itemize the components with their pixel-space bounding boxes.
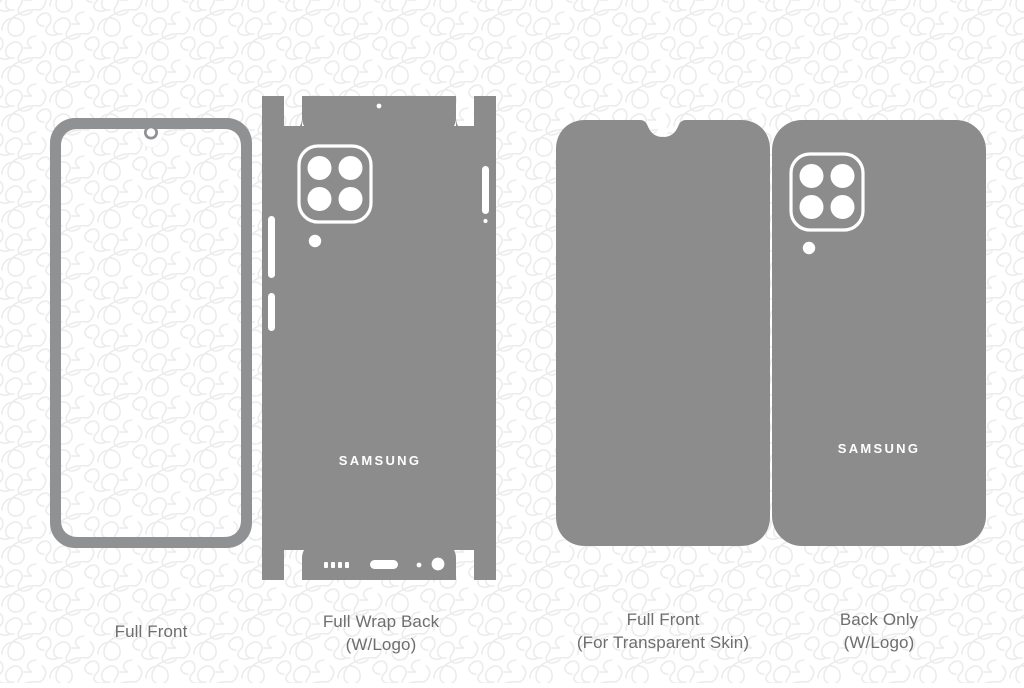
camera-lens-1 <box>799 164 824 188</box>
camera-lens-1 <box>307 156 332 180</box>
speaker-hole-3 <box>338 562 342 568</box>
speaker-hole-4 <box>345 562 349 568</box>
flash-hole <box>308 234 322 248</box>
front-camera-hole <box>146 128 156 137</box>
caption-line-1: Full Front <box>114 622 188 641</box>
top-mic-hole <box>376 103 382 109</box>
right-side-button-cutout <box>482 166 489 214</box>
caption-line-2: (W/Logo) <box>843 633 915 652</box>
samsung-logo-wrap: SAMSUNG <box>339 453 422 468</box>
full-wrap-back-artwork: SAMSUNG <box>262 96 496 580</box>
right-side-mic-hole <box>483 218 488 224</box>
caption-line-1: Full Front <box>626 610 700 629</box>
caption-line-2: (W/Logo) <box>345 635 417 654</box>
caption-front-transparent: Full Front (For Transparent Skin) <box>552 608 774 654</box>
camera-lens-3 <box>799 195 824 219</box>
front-panel-shape <box>556 120 770 546</box>
back-only-artwork: SAMSUNG <box>772 120 986 546</box>
caption-line-1: Full Wrap Back <box>322 612 440 631</box>
caption-back-only: Back Only (W/Logo) <box>768 608 990 654</box>
front-camera-hole <box>657 125 669 137</box>
camera-lens-2 <box>338 156 363 180</box>
full-front-artwork <box>50 118 252 548</box>
caption-line-1: Back Only <box>839 610 919 629</box>
samsung-logo-back: SAMSUNG <box>838 441 921 456</box>
volume-button-cutout <box>268 216 275 278</box>
bottom-mic-hole <box>416 562 422 568</box>
caption-full-front: Full Front <box>40 620 262 643</box>
camera-lens-3 <box>307 187 332 211</box>
headphone-jack-cutout <box>431 557 445 571</box>
camera-lens-4 <box>338 187 363 211</box>
speaker-hole-1 <box>324 562 328 568</box>
camera-lens-4 <box>830 195 855 219</box>
caption-full-wrap-back: Full Wrap Back (W/Logo) <box>252 610 510 656</box>
front-transparent-artwork <box>556 120 770 546</box>
camera-lens-2 <box>830 164 855 188</box>
power-button-cutout <box>268 293 275 331</box>
left-side-flap <box>262 96 284 580</box>
speaker-hole-2 <box>331 562 335 568</box>
usb-c-port-cutout <box>370 560 398 569</box>
caption-line-2: (For Transparent Skin) <box>576 633 750 652</box>
flash-hole <box>802 241 816 255</box>
